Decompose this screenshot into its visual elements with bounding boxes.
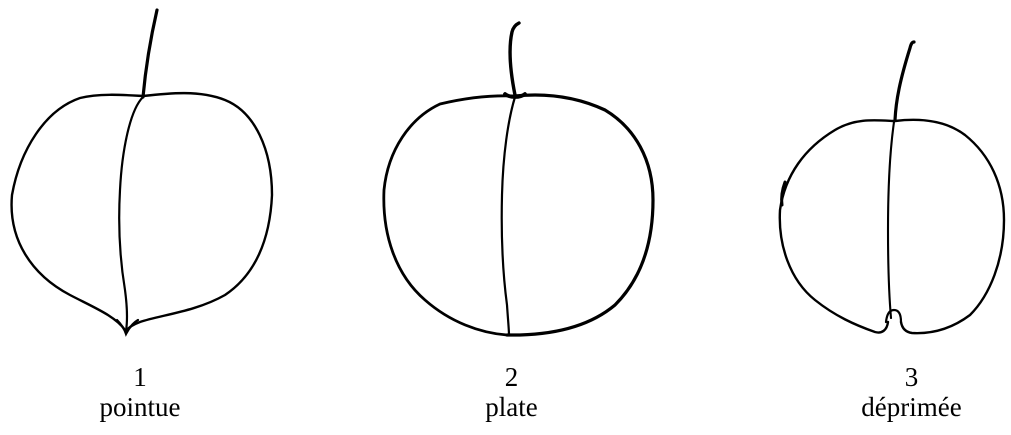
- left-half-outline: [384, 96, 515, 335]
- center-suture: [119, 97, 143, 331]
- apple-outline-flat: [370, 0, 665, 350]
- figure-number: 3: [786, 362, 1011, 392]
- right-half-outline: [895, 120, 1004, 333]
- left-half-outline: [780, 120, 893, 332]
- stem: [895, 42, 914, 120]
- center-suture: [888, 122, 894, 318]
- caption-1: 1 pointue: [0, 362, 290, 422]
- figure-number: 2: [364, 362, 659, 392]
- caption-3: 3 déprimée: [786, 362, 1011, 422]
- figure-label: déprimée: [786, 392, 1011, 422]
- right-half-outline: [126, 93, 272, 331]
- apple-outline-depressed: [760, 0, 1011, 350]
- apple-outline-pointed: [0, 0, 300, 350]
- stem: [510, 23, 519, 95]
- right-half-outline: [507, 95, 653, 335]
- figure-number: 1: [0, 362, 290, 392]
- caption-2: 2 plate: [364, 362, 659, 422]
- figure-label: pointue: [0, 392, 290, 422]
- center-suture: [502, 97, 515, 335]
- stem: [143, 10, 157, 97]
- figure-label: plate: [364, 392, 659, 422]
- left-half-outline: [12, 95, 143, 330]
- basal-depression: [886, 310, 901, 322]
